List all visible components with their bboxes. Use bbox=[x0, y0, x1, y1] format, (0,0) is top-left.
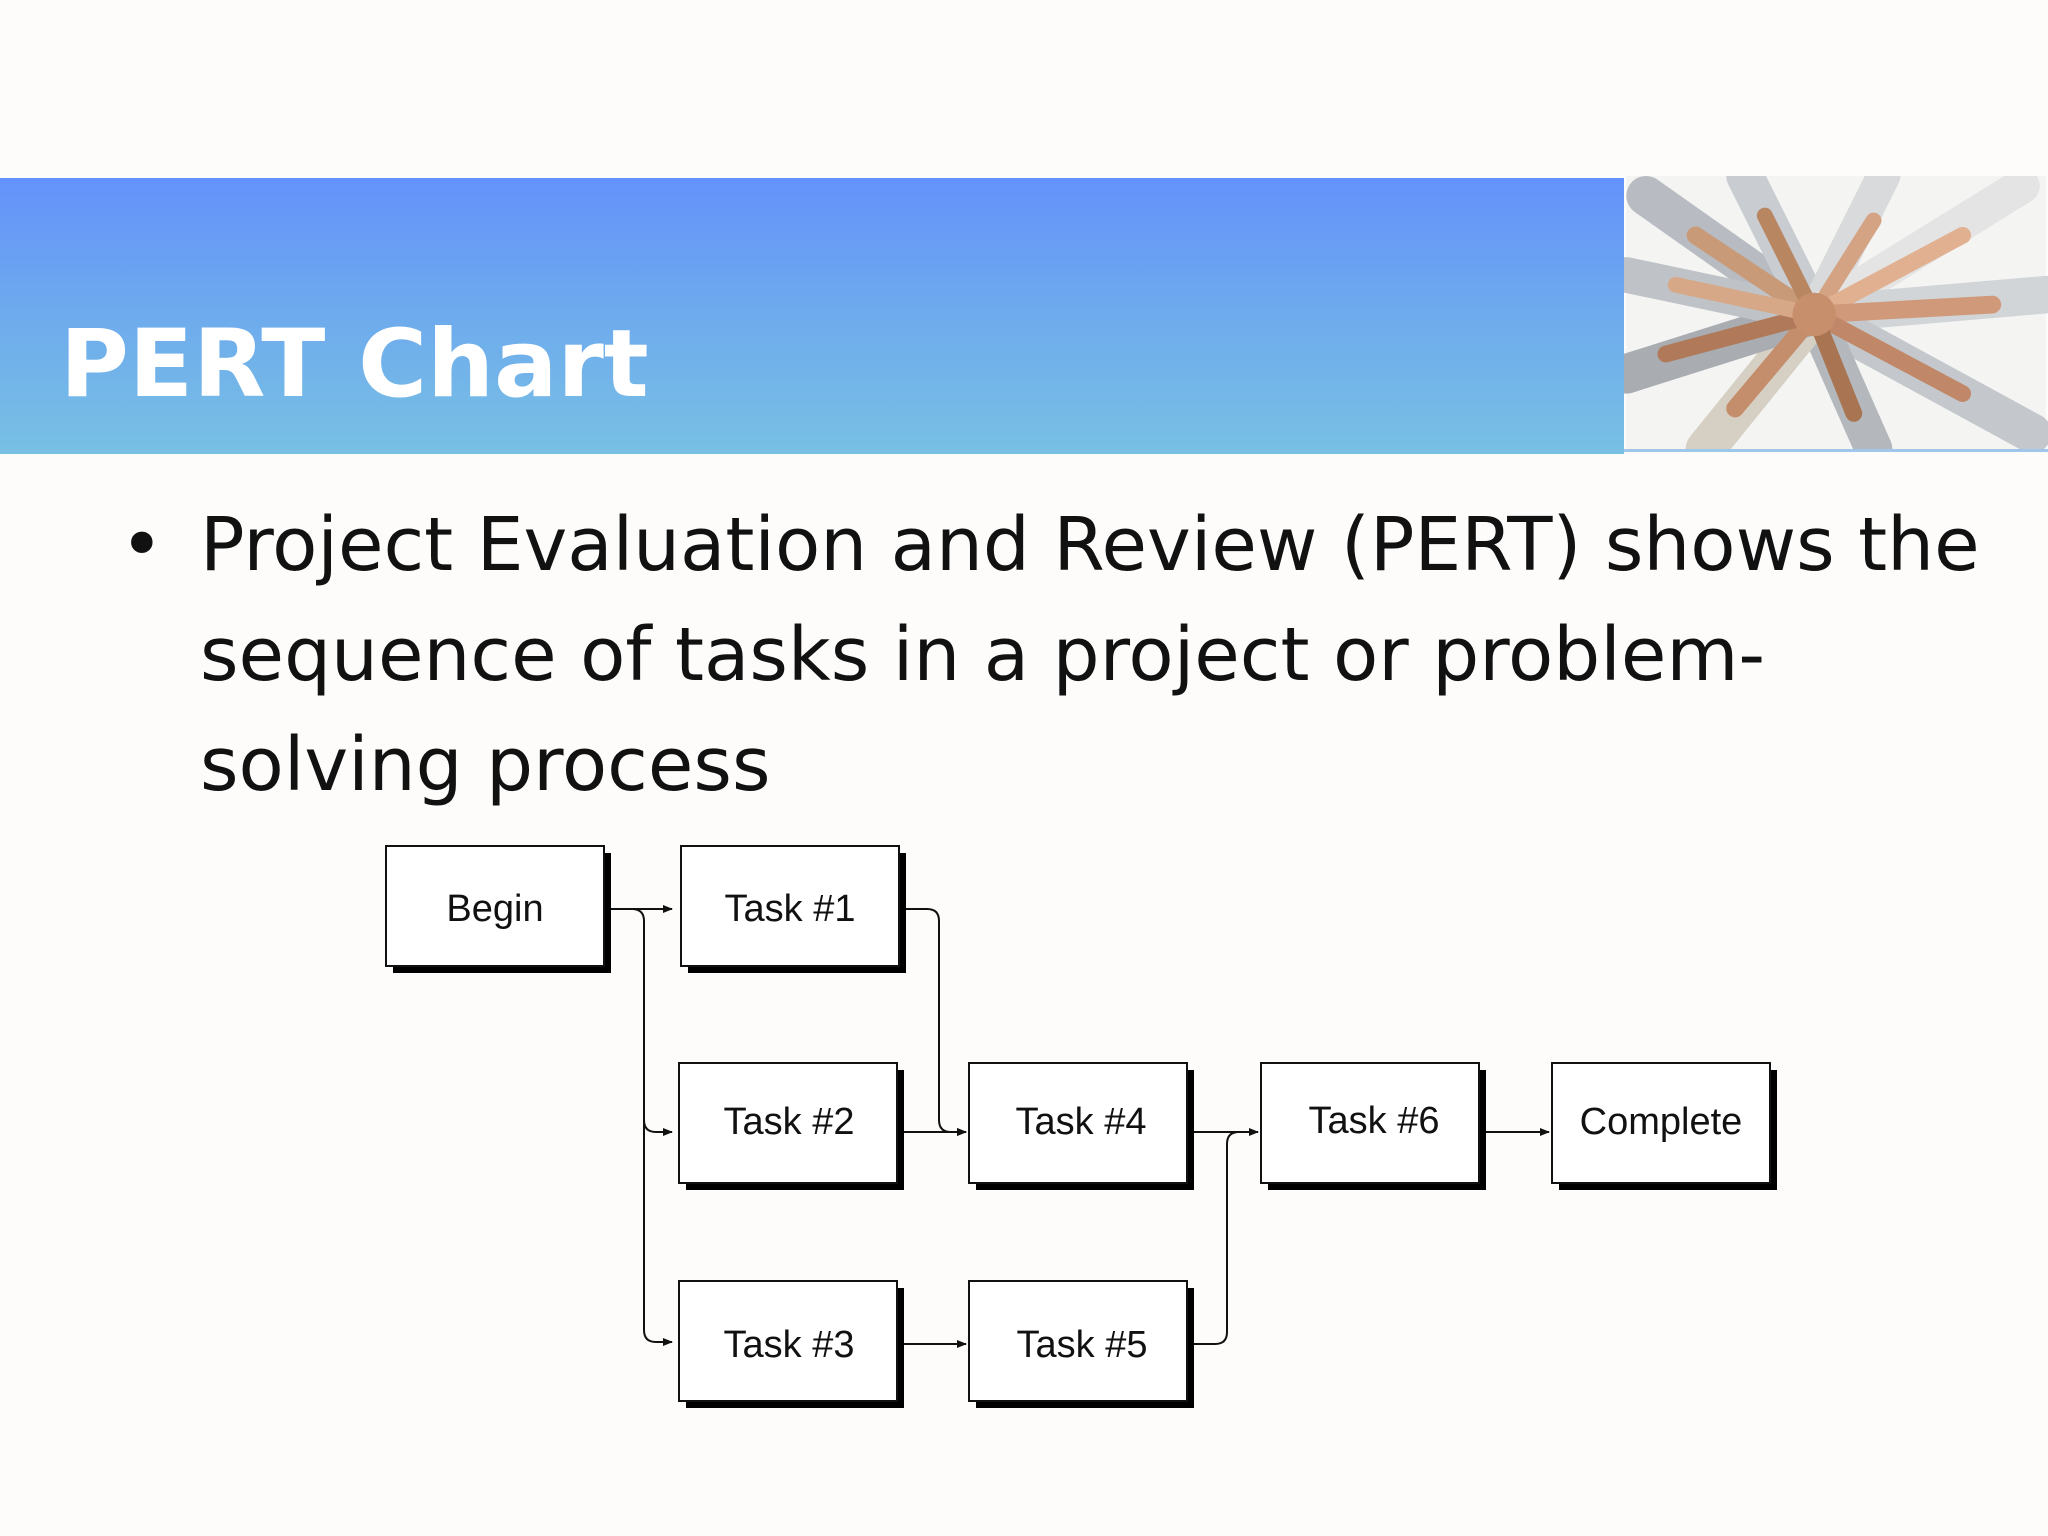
node-label-complete: Complete bbox=[1580, 1101, 1743, 1143]
node-task1: Task #1 bbox=[680, 845, 906, 973]
node-label-task6: Task #6 bbox=[1309, 1100, 1440, 1142]
pert-connectors bbox=[611, 905, 1550, 1348]
node-task5: Task #5 bbox=[968, 1280, 1194, 1408]
node-label-task5: Task #5 bbox=[1017, 1324, 1148, 1366]
team-hands-photo bbox=[1624, 176, 2048, 452]
node-label-task3: Task #3 bbox=[724, 1324, 855, 1366]
node-task3: Task #3 bbox=[678, 1280, 904, 1408]
edge-task5-task6 bbox=[1194, 1131, 1258, 1345]
node-task2: Task #2 bbox=[678, 1062, 904, 1190]
node-label-task1: Task #1 bbox=[725, 888, 856, 930]
node-label-task4: Task #4 bbox=[1016, 1101, 1147, 1143]
bullet-text: Project Evaluation and Review (PERT) sho… bbox=[200, 502, 1980, 808]
node-task6: Task #6 bbox=[1260, 1062, 1486, 1190]
edge-begin-task2 bbox=[611, 908, 673, 1136]
node-complete: Complete bbox=[1551, 1062, 1777, 1190]
edge-begin-task3 bbox=[643, 1120, 673, 1346]
node-task4: Task #4 bbox=[968, 1062, 1194, 1190]
bullet-dot: • bbox=[120, 502, 164, 588]
node-begin: Begin bbox=[385, 845, 611, 973]
node-label-task2: Task #2 bbox=[724, 1101, 855, 1143]
edge-task1-task4 bbox=[903, 908, 967, 1136]
node-label-begin: Begin bbox=[446, 888, 543, 930]
title-band bbox=[0, 178, 1624, 454]
slide-title: PERT Chart bbox=[60, 310, 649, 419]
